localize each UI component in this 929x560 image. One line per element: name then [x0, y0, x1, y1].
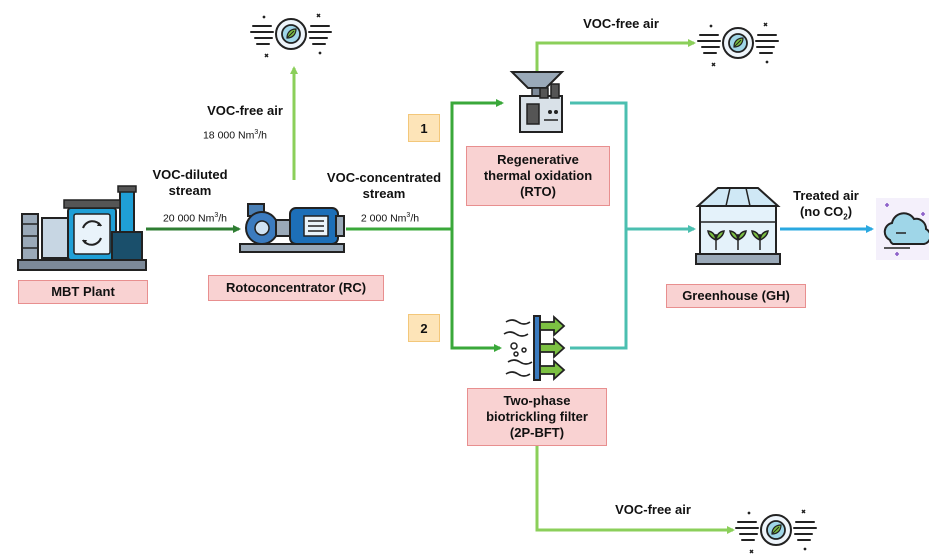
flow-split-to-rto [450, 99, 504, 229]
flow-rto-to-gh [570, 101, 628, 229]
node-rto-line-3: (RTO) [520, 184, 556, 199]
node-rto-line-1: Regenerative [497, 152, 579, 167]
label-voc-free-air-rc: VOC-free air [190, 103, 300, 119]
greenhouse-icon [695, 187, 781, 265]
label-rc-free-rate-sup: 3 [254, 129, 259, 136]
label-voc-free-air-rto-text: VOC-free air [583, 16, 659, 31]
node-biotrickling-filter: Two-phase biotrickling filter (2P-BFT) [467, 388, 607, 446]
label-treated-air: Treated air (no CO2) [776, 188, 876, 226]
node-mbt-plant-label: MBT Plant [51, 284, 115, 299]
label-voc-concentrated-stream: VOC-concentrated stream [312, 170, 456, 202]
label-voc-concentrated-line-1: VOC-concentrated [326, 170, 442, 185]
label-voc-free-air-rc-text: VOC-free air [207, 103, 283, 118]
flow-rto-voc-free [535, 39, 696, 72]
label-concentrated-rate-prefix: 2 000 Nm [360, 212, 407, 225]
label-concentrated-flow-rate: 2 000 Nm3/h [340, 209, 440, 226]
mbt-plant-icon [17, 185, 147, 271]
label-treated-note-suffix: ) [847, 204, 853, 219]
label-rc-free-rate-suffix: /h [258, 129, 268, 142]
label-rc-free-flow-rate: 18 000 Nm3/h [180, 126, 290, 143]
label-treated-air-line-1: Treated air [793, 188, 859, 203]
clean-air-icon-rc [250, 13, 332, 58]
node-rto: Regenerative thermal oxidation (RTO) [466, 146, 610, 206]
label-diluted-rate-suffix: /h [218, 212, 228, 225]
node-rto-line-2: thermal oxidation [483, 168, 593, 183]
node-greenhouse: Greenhouse (GH) [666, 284, 806, 308]
option-badge-1: 1 [408, 114, 440, 142]
flow-bft-to-gh [570, 229, 628, 350]
rto-icon [509, 71, 565, 133]
node-bft-line-3: (2P-BFT) [509, 425, 565, 440]
node-rotoconcentrator-label: Rotoconcentrator (RC) [225, 280, 367, 295]
clean-air-icon-bft [735, 509, 817, 554]
label-rc-free-rate-prefix: 18 000 Nm [202, 129, 255, 142]
label-diluted-rate-sup: 3 [214, 212, 219, 219]
label-voc-diluted-line-1: VOC-diluted [152, 167, 228, 182]
label-diluted-rate-prefix: 20 000 Nm [162, 212, 215, 225]
label-voc-free-air-rto: VOC-free air [566, 16, 676, 32]
node-bft-line-1: Two-phase [503, 393, 571, 408]
node-rotoconcentrator: Rotoconcentrator (RC) [208, 275, 384, 301]
label-concentrated-rate-suffix: /h [410, 212, 420, 225]
clean-air-icon-rto [697, 22, 779, 67]
flow-bft-voc-free [535, 446, 735, 534]
label-treated-note-prefix: (no CO [799, 204, 844, 219]
node-mbt-plant: MBT Plant [18, 280, 148, 304]
cloud-icon [876, 198, 929, 260]
label-treated-air-line-2: (no CO2) [776, 204, 876, 226]
label-voc-diluted-line-2: stream [168, 183, 212, 198]
label-voc-concentrated-line-2: stream [362, 186, 406, 201]
label-treated-note-sub: 2 [843, 212, 848, 222]
node-bft-line-2: biotrickling filter [486, 409, 588, 424]
label-voc-diluted-stream: VOC-diluted stream [140, 167, 240, 199]
option-badge-1-label: 1 [420, 120, 428, 136]
label-voc-free-air-bft-text: VOC-free air [615, 502, 691, 517]
option-badge-2-label: 2 [420, 320, 428, 336]
option-badge-2: 2 [408, 314, 440, 342]
flow-split-to-bft [450, 229, 502, 352]
biotrickling-filter-icon [503, 314, 566, 382]
node-greenhouse-label: Greenhouse (GH) [682, 288, 790, 303]
label-diluted-flow-rate: 20 000 Nm3/h [140, 209, 250, 226]
label-voc-free-air-bft: VOC-free air [598, 502, 708, 518]
rotoconcentrator-icon [239, 203, 345, 253]
label-concentrated-rate-sup: 3 [406, 212, 411, 219]
